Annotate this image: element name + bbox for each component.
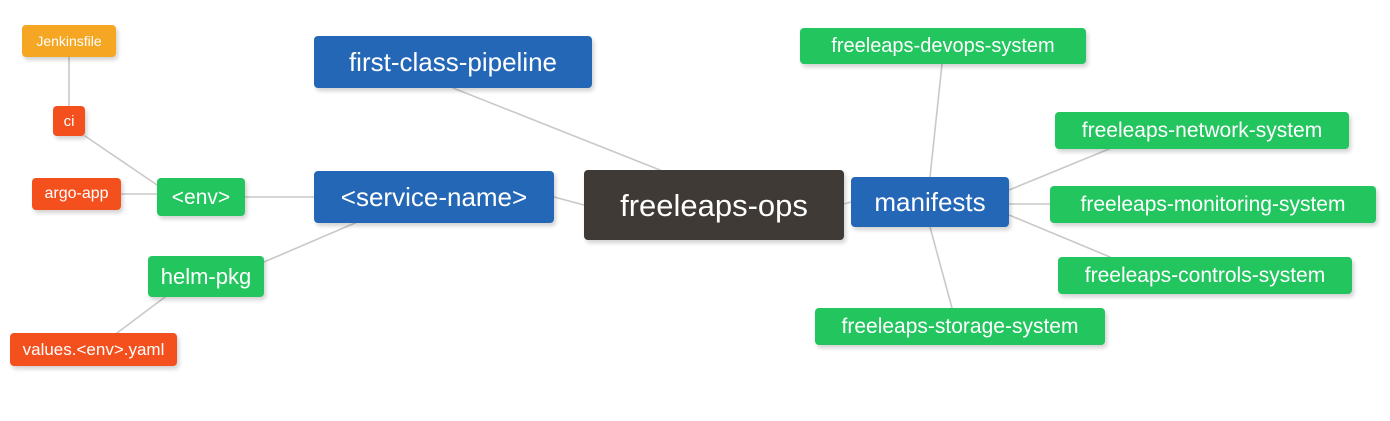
node-freeleaps-devops-system[interactable]: freeleaps-devops-system <box>800 28 1086 64</box>
node-label-freeleaps-monitoring-system: freeleaps-monitoring-system <box>1080 193 1346 216</box>
edge-freeleaps-ops-to-service-name <box>553 196 585 206</box>
node-label-freeleaps-network-system: freeleaps-network-system <box>1081 119 1323 142</box>
node-freeleaps-controls-system[interactable]: freeleaps-controls-system <box>1058 257 1352 294</box>
node-service-name[interactable]: <service-name> <box>314 171 554 223</box>
node-label-jenkinsfile: Jenkinsfile <box>36 33 102 49</box>
node-label-first-class-pipeline: first-class-pipeline <box>348 47 558 77</box>
node-env[interactable]: <env> <box>157 178 245 216</box>
node-freeleaps-monitoring-system[interactable]: freeleaps-monitoring-system <box>1050 186 1376 223</box>
node-label-freeleaps-ops: freeleaps-ops <box>620 187 808 223</box>
node-freeleaps-ops[interactable]: freeleaps-ops <box>584 170 844 240</box>
node-label-argo-app: argo-app <box>44 185 109 202</box>
node-values-env-yaml[interactable]: values.<env>.yaml <box>10 333 177 366</box>
edge-helm-pkg-to-values-env-yaml <box>116 296 166 334</box>
edge-manifests-to-freeleaps-devops-system <box>929 63 943 178</box>
node-label-ci: ci <box>63 112 75 130</box>
edge-freeleaps-ops-to-manifests <box>843 201 852 205</box>
edge-manifests-to-freeleaps-storage-system <box>929 226 953 309</box>
edge-service-name-to-helm-pkg <box>263 222 356 263</box>
node-ci[interactable]: ci <box>53 106 85 136</box>
edge-freeleaps-ops-to-first-class-pipeline <box>452 87 661 171</box>
node-helm-pkg[interactable]: helm-pkg <box>148 256 264 297</box>
node-first-class-pipeline[interactable]: first-class-pipeline <box>314 36 592 88</box>
node-label-values-env-yaml: values.<env>.yaml <box>22 340 165 359</box>
node-label-freeleaps-storage-system: freeleaps-storage-system <box>841 315 1079 338</box>
node-label-helm-pkg: helm-pkg <box>160 263 252 289</box>
edge-manifests-to-freeleaps-network-system <box>1008 148 1110 191</box>
node-label-manifests: manifests <box>874 187 986 217</box>
node-jenkinsfile[interactable]: Jenkinsfile <box>22 25 116 57</box>
node-label-freeleaps-controls-system: freeleaps-controls-system <box>1084 264 1326 287</box>
node-label-env: <env> <box>171 185 231 209</box>
node-freeleaps-storage-system[interactable]: freeleaps-storage-system <box>815 308 1105 345</box>
node-label-freeleaps-devops-system: freeleaps-devops-system <box>831 35 1055 57</box>
node-freeleaps-network-system[interactable]: freeleaps-network-system <box>1055 112 1349 149</box>
node-manifests[interactable]: manifests <box>851 177 1009 227</box>
node-argo-app[interactable]: argo-app <box>32 178 121 210</box>
node-label-service-name: <service-name> <box>340 182 528 212</box>
